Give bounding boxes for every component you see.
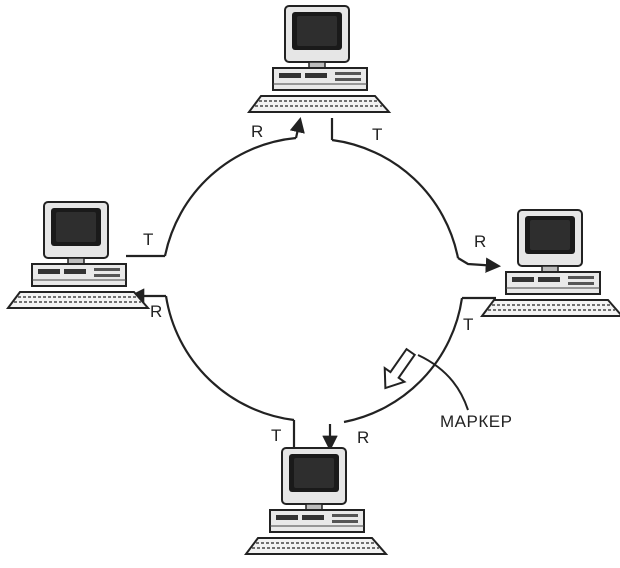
computer-top — [249, 6, 389, 112]
token-pointer-line — [418, 355, 468, 410]
left-t-label: T — [143, 230, 153, 249]
top-r-label: R — [251, 122, 263, 141]
token-label: МАРКЕР — [440, 412, 512, 431]
top-r-arrow — [296, 120, 300, 138]
right-t-label: T — [463, 315, 473, 334]
bottom-t-label: T — [271, 426, 281, 445]
left-r-label: R — [150, 302, 162, 321]
ring — [165, 138, 462, 422]
ring-arc-bottom-left — [166, 296, 294, 420]
bottom-r-label: R — [357, 428, 369, 447]
right-r-label: R — [474, 232, 486, 251]
computer-bottom — [246, 448, 386, 554]
top-t-label: T — [372, 125, 382, 144]
ring-arc-top-right — [332, 140, 458, 258]
computer-right — [482, 210, 620, 316]
labels: R T R T R T T R МАРКЕР — [143, 122, 512, 447]
ring-arc-left-top — [165, 138, 296, 256]
connections — [126, 118, 498, 448]
right-r-arrow — [458, 258, 498, 266]
